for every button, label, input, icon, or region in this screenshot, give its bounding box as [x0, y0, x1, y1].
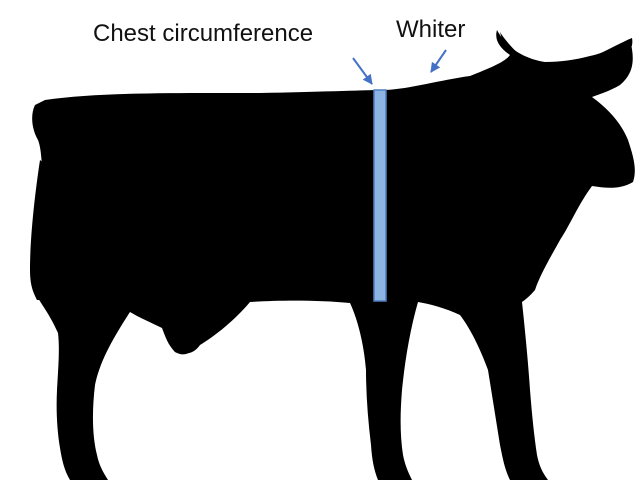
whiter-label: Whiter [396, 18, 465, 42]
whiter-arrow-icon [431, 50, 446, 72]
chest-arrow-icon [353, 58, 372, 84]
cow-body [32, 30, 635, 480]
chest-circumference-band [374, 90, 386, 301]
chest-circumference-label: Chest circumference [93, 22, 313, 46]
cow-udder [167, 300, 199, 354]
cow-silhouette-icon [30, 30, 635, 480]
